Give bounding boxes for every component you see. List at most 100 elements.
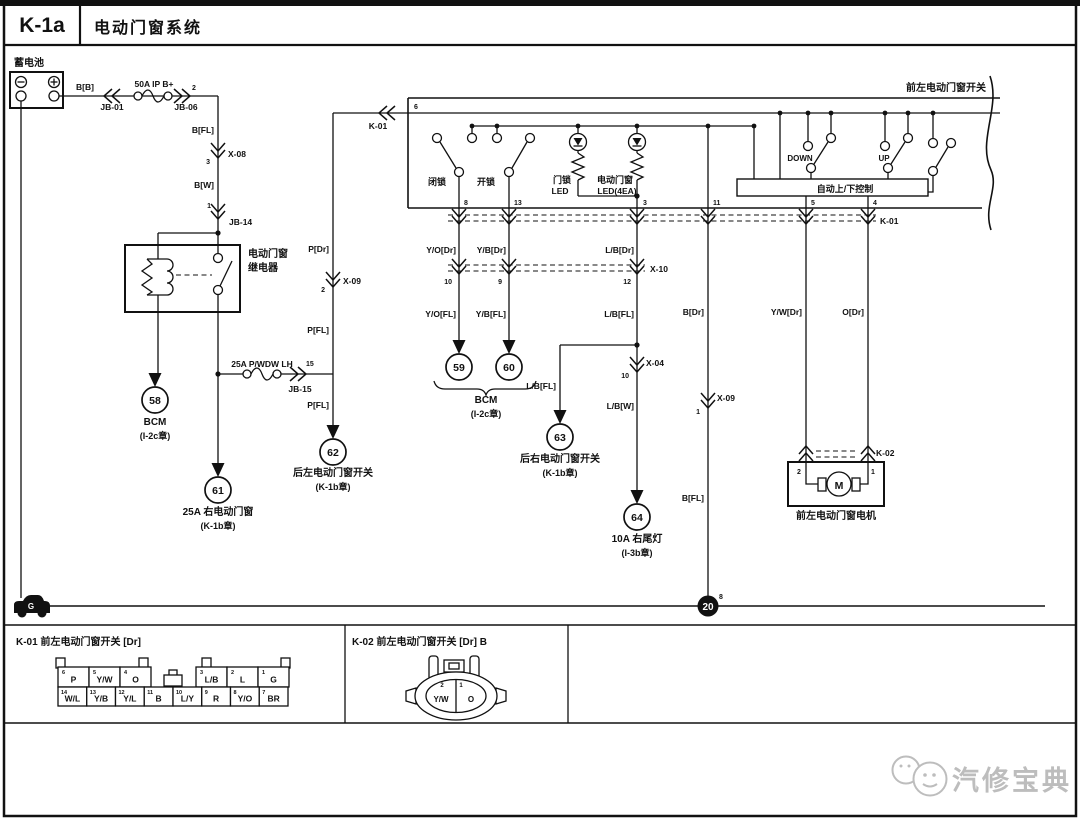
- pin-number: 10: [444, 279, 452, 286]
- wire-label: B[FL]: [682, 493, 704, 503]
- destination-label: (K-1b章): [316, 481, 351, 492]
- auto-updown-control: 自动上/下控制 DOWN UP: [736, 113, 957, 197]
- pin-number: 5: [93, 670, 96, 676]
- pin-number: 9: [205, 690, 208, 696]
- connector-label: X-09: [717, 393, 735, 403]
- pin-code: R: [213, 694, 219, 704]
- motor-symbol: M: [835, 480, 844, 492]
- led-label: LED: [552, 186, 569, 196]
- destination-62: 62 后左电动门窗开关 (K-1b章): [293, 425, 373, 492]
- connector-label: K-02: [876, 448, 895, 458]
- pin-code: O: [132, 675, 139, 685]
- node-number: 64: [631, 512, 643, 524]
- driver-switch-feed-column: K-01 P[Dr] X-09 2 P[FL] P[FL]: [307, 105, 408, 425]
- relay-label: 电动门窗: [248, 247, 288, 260]
- wire-label: Y/O[Dr]: [426, 245, 456, 255]
- pin-number: 3: [200, 670, 203, 676]
- k01-pinout-top-row: 6 P 5 Y/W 4 O 3 L/B 2 L 1 G: [57, 666, 290, 688]
- k01-pinout-bottom-row: 14 W/L 13 Y/B 12 Y/L 11 B 10 L/Y 9 R 8 Y…: [57, 686, 289, 707]
- pin-number: 6: [62, 670, 65, 676]
- wire-label: Y/O[FL]: [425, 309, 456, 319]
- relay-coil-icon: [166, 258, 174, 296]
- pin-number: 3: [643, 200, 647, 207]
- header: K-1a 电动门窗系统: [19, 14, 202, 37]
- pin-number: 8: [719, 594, 723, 601]
- flow-arrow-icon: [630, 490, 644, 504]
- relay-switch-blade: [219, 260, 233, 287]
- pin-code: W/L: [65, 694, 81, 704]
- switch-label: 闭锁: [428, 176, 446, 187]
- pin-number: 11: [147, 690, 153, 696]
- pin-number: 1: [696, 409, 700, 416]
- destination-label: (I-2c章): [471, 408, 502, 419]
- pin-number: 5: [811, 200, 815, 207]
- group-brace-icon: [433, 380, 537, 398]
- pin-number: 4: [873, 200, 877, 207]
- wire-label: P[FL]: [307, 400, 329, 410]
- pin-number: 4: [124, 670, 128, 676]
- pin-code: L: [240, 675, 245, 685]
- pin-number: 8: [234, 690, 237, 696]
- destination-label: (I-2c章): [140, 430, 171, 441]
- node-number: 60: [503, 362, 515, 374]
- fuse-25a-icon: [250, 367, 274, 381]
- front-left-window-switch-box: 前左电动门窗开关 6 闭锁 开锁: [407, 75, 1000, 231]
- ground-bus: G 20 8: [14, 594, 1045, 618]
- flow-arrow-icon: [553, 410, 567, 424]
- window-led-4ea: 电动门窗 LED(4EA): [597, 126, 647, 208]
- watermark: 汽修宝典: [891, 755, 1069, 797]
- wire-label: Y/W[Dr]: [771, 307, 802, 317]
- resistor-icon: [570, 152, 586, 181]
- switch-label: UP: [878, 154, 890, 163]
- pin-number: 15: [306, 361, 314, 368]
- illumination-wires: L/B[Dr] L/B[FL] L/B[FL] 63 后右电动门窗开关 (K-1…: [520, 208, 664, 558]
- connector-label: K-01: [880, 216, 899, 226]
- pin-code: BR: [267, 694, 279, 704]
- k01-pinout-panel: K-01 前左电动门窗开关 [Dr] 6 P 5 Y/W 4 O 3 L/B 2…: [16, 635, 291, 707]
- pin-number: 12: [623, 279, 631, 286]
- pin-number: 13: [90, 690, 96, 696]
- wire-label: B[B]: [76, 82, 94, 92]
- destination-label: BCM: [144, 417, 167, 428]
- unlock-switch: 开锁: [477, 132, 536, 187]
- relay-label: 继电器: [248, 261, 279, 274]
- node-number: 58: [149, 395, 161, 407]
- flow-arrow-icon: [502, 340, 516, 354]
- pin-number: 3: [206, 159, 210, 166]
- battery-label: 蓄电池: [14, 56, 44, 69]
- destination-label: (I-3b章): [622, 547, 653, 558]
- wire-label: O[Dr]: [842, 307, 864, 317]
- panel-title: K-02 前左电动门窗开关 [Dr] B: [352, 635, 487, 648]
- window-motor-circuit: Y/W[Dr] O[Dr] K-02 2 1 M 前左电动门窗电机: [771, 196, 895, 522]
- node-number: 61: [212, 485, 224, 497]
- wire-label: P[FL]: [307, 325, 329, 335]
- destination-label: BCM: [475, 395, 498, 406]
- battery-feed-wiring: B[B] JB-01 50A IP B+ JB-06 2 B[FL] X-08 …: [20, 79, 252, 598]
- pin-number: 2: [440, 683, 444, 689]
- pin-code: Y/O: [238, 694, 253, 704]
- ground-label: G: [28, 602, 34, 611]
- door-lock-led: 门锁 LED: [552, 126, 637, 197]
- flow-arrow-icon: [148, 373, 162, 387]
- flow-arrow-icon: [211, 463, 225, 477]
- pin-number: 8: [464, 200, 468, 207]
- lock-switch: 闭锁: [428, 132, 465, 187]
- pin-number: 11: [713, 200, 721, 207]
- wire-label: B[W]: [194, 180, 214, 190]
- pin-number: 2: [192, 85, 196, 92]
- continuation-break-icon: [985, 75, 995, 231]
- page-title: 电动门窗系统: [94, 18, 202, 37]
- led-label: 门锁: [553, 174, 571, 185]
- destination-61: 61 25A 右电动门窗 (K-1b章): [183, 463, 253, 531]
- connector-label: X-04: [646, 358, 664, 368]
- destination-label: 后左电动门窗开关: [293, 466, 373, 479]
- pin-number: 1: [871, 469, 875, 476]
- pin-number: 1: [207, 203, 211, 210]
- led-label: 电动门窗: [597, 174, 633, 185]
- node-number: 62: [327, 447, 339, 459]
- destination-label: 10A 右尾灯: [612, 532, 663, 545]
- destination-58-bcm: 58 BCM (I-2c章): [140, 373, 171, 441]
- connector-label: K-01: [369, 121, 388, 131]
- pin-code: Y/W: [96, 675, 113, 685]
